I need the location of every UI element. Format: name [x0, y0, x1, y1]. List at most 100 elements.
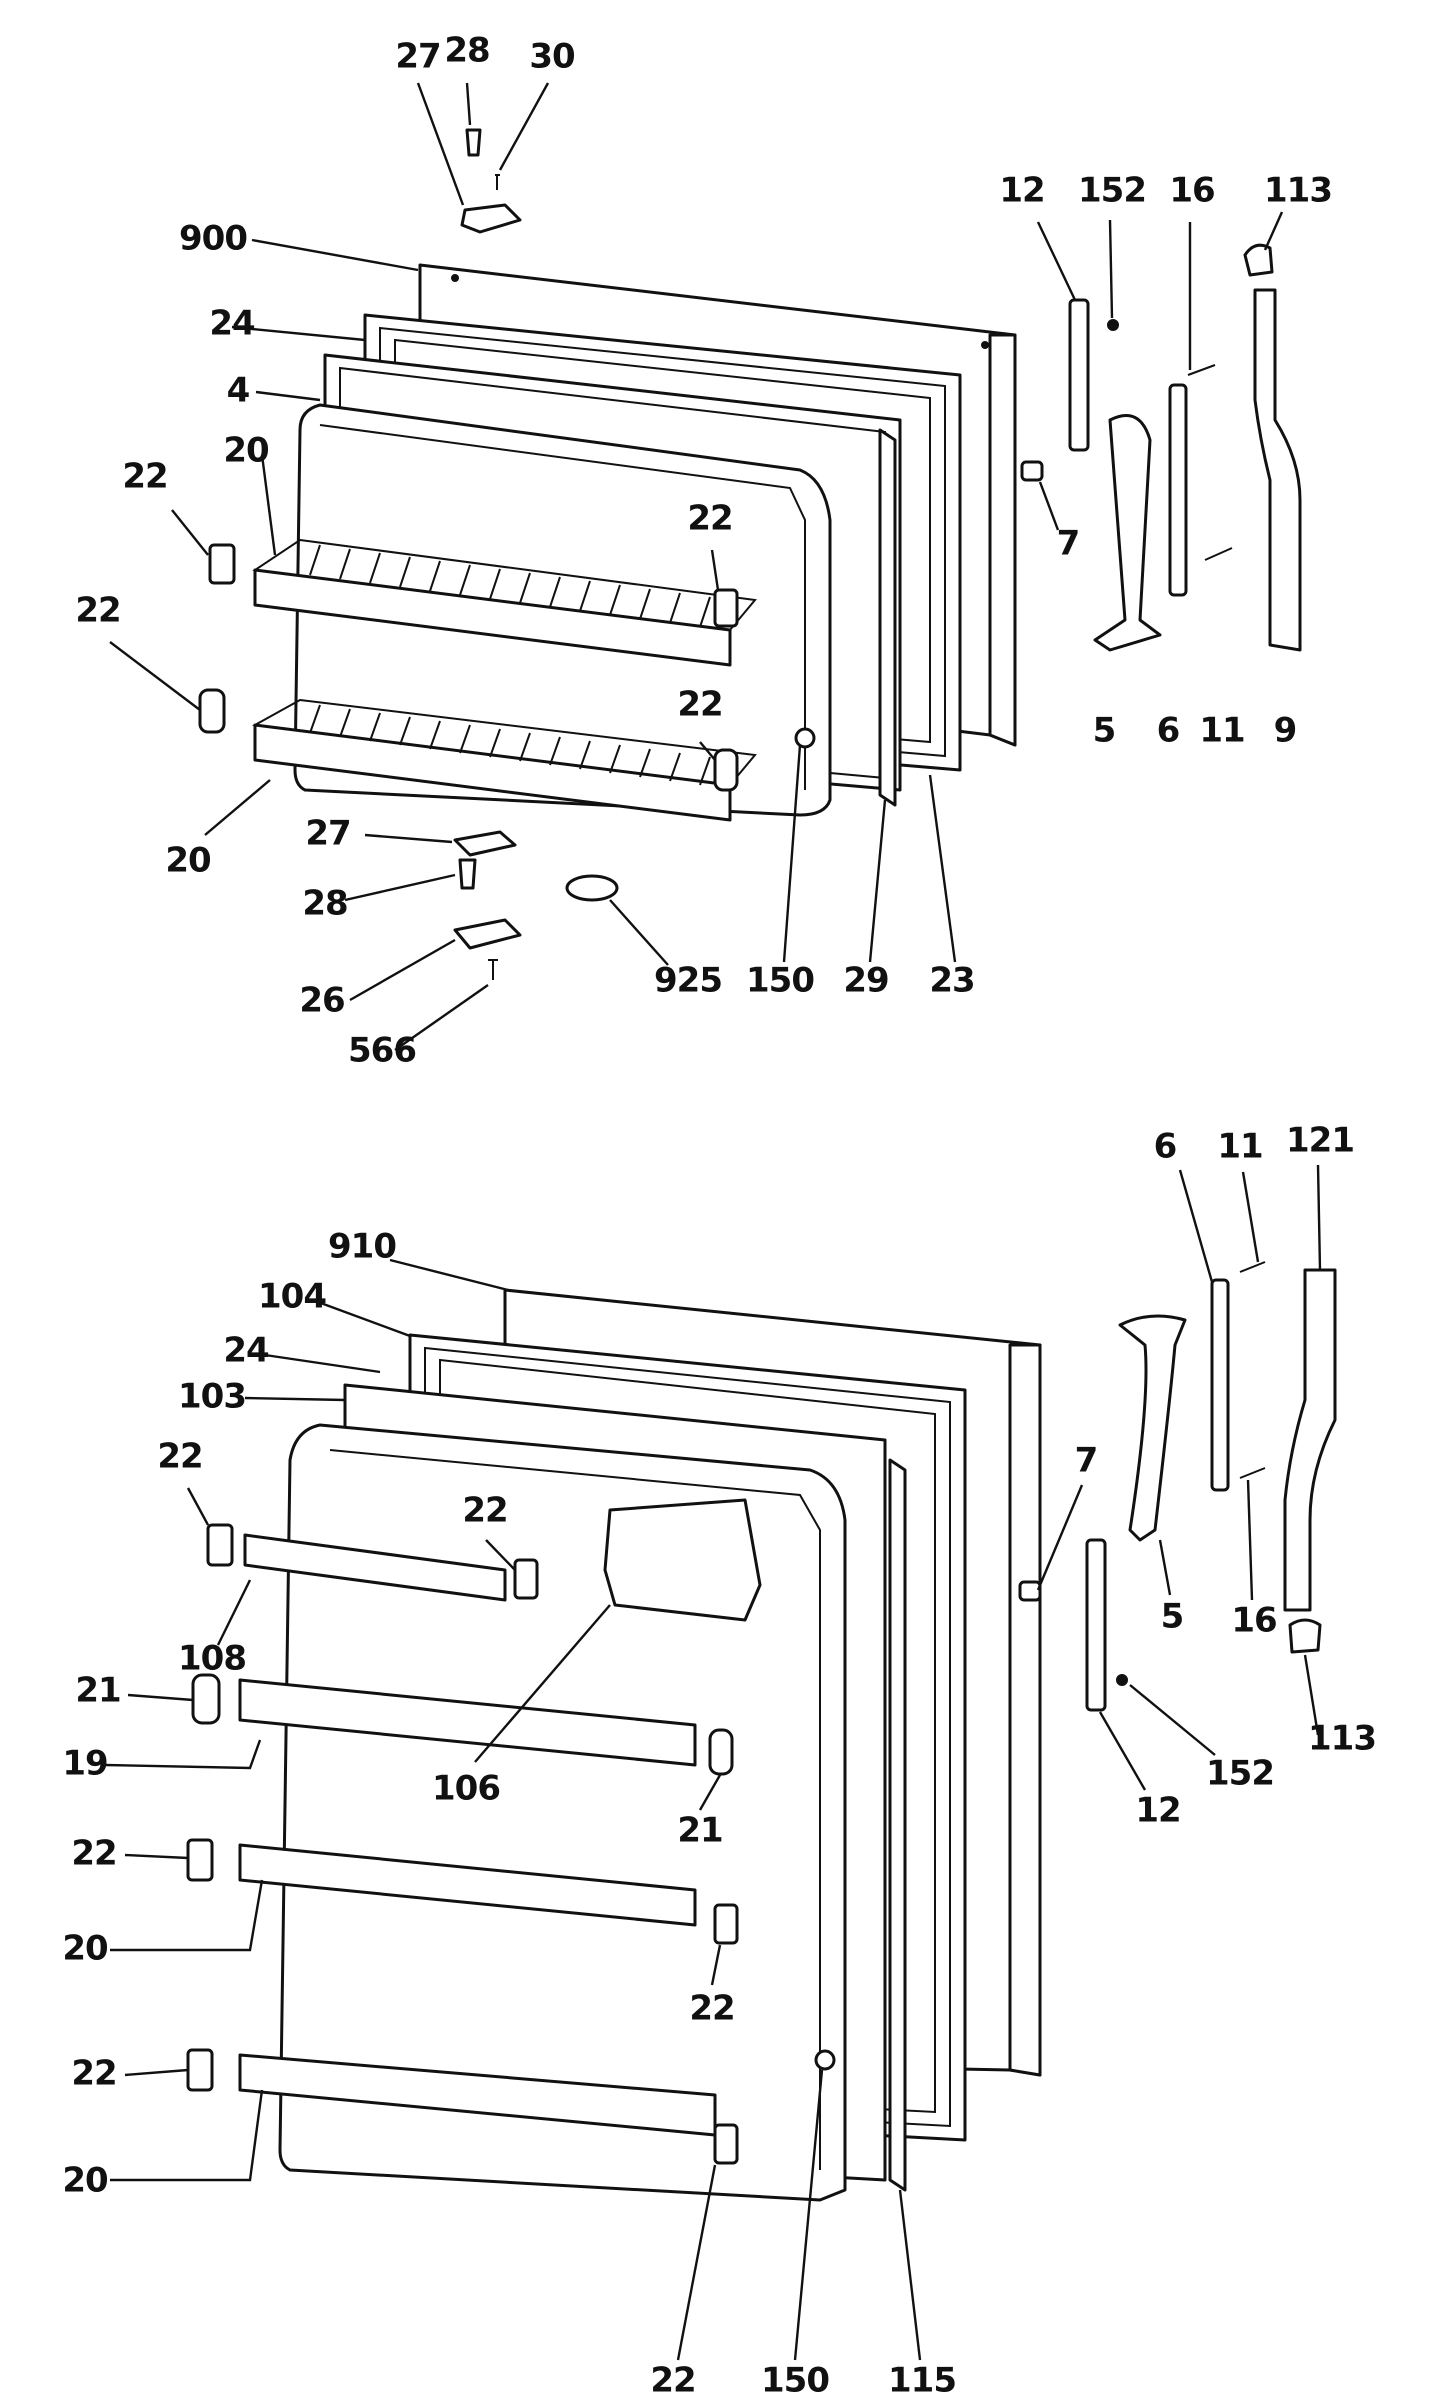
callout-22: 22	[687, 499, 732, 539]
callout-566: 566	[348, 1031, 416, 1071]
screw-11	[1239, 1261, 1266, 1273]
shelf-bracket-22	[206, 1523, 234, 1567]
callout-9: 9	[1274, 711, 1297, 751]
door-stop-150	[814, 2049, 836, 2071]
shelf-bracket-21	[191, 1673, 221, 1725]
screw-152	[1116, 1674, 1128, 1686]
callout-21: 21	[75, 1671, 120, 1711]
callout-113: 113	[1264, 171, 1332, 211]
callout-20: 20	[62, 1929, 108, 1969]
hinge-27-bottom	[453, 830, 517, 857]
callout-22: 22	[677, 685, 722, 725]
callout-22: 22	[71, 1834, 116, 1874]
screw-16	[1187, 364, 1216, 376]
shelf-19	[238, 1678, 697, 1767]
callout-29: 29	[843, 961, 888, 1001]
callout-22: 22	[650, 2361, 695, 2400]
screw-16	[1239, 1467, 1266, 1479]
shelf-bracket-22	[208, 543, 236, 585]
end-cap-113	[1243, 243, 1274, 277]
callout-20: 20	[165, 841, 211, 881]
hinge-26	[453, 918, 522, 950]
callout-27: 27	[305, 814, 350, 854]
cap-7	[1020, 460, 1044, 482]
callout-22: 22	[157, 1437, 202, 1477]
callout-16: 16	[1169, 171, 1214, 211]
callout-11: 11	[1217, 1127, 1262, 1167]
shelf-bracket-22	[713, 588, 739, 628]
callout-labels-lower: 910 104 24 103 22 22 108 21 19 106 21 22…	[62, 1121, 1377, 2400]
callout-104: 104	[258, 1277, 326, 1317]
callout-7: 7	[1075, 1441, 1098, 1481]
callout-12: 12	[999, 171, 1044, 211]
callout-11: 11	[1199, 711, 1244, 751]
shelf-bracket-22	[713, 748, 739, 792]
callout-20: 20	[223, 431, 269, 471]
shelf-bracket-22	[513, 1558, 539, 1600]
hinge-pin-28-top	[465, 128, 482, 157]
door-stop-150	[794, 727, 816, 749]
callout-6: 6	[1154, 1127, 1177, 1167]
screw-566	[488, 959, 498, 980]
end-cap-113	[1288, 1618, 1322, 1654]
gasket-strip-115	[888, 1458, 907, 2192]
screw-30-top	[495, 174, 500, 190]
callout-27: 27	[395, 37, 440, 77]
shelf-108	[243, 1533, 507, 1602]
hinge-pin-28-bottom	[458, 858, 477, 890]
cap-7	[1018, 1580, 1042, 1602]
callout-108: 108	[178, 1639, 246, 1679]
callout-910: 910	[328, 1227, 396, 1267]
callout-26: 26	[299, 981, 344, 1021]
callout-23: 23	[929, 961, 974, 1001]
callout-4: 4	[227, 371, 250, 411]
gasket-strip-29	[878, 428, 897, 807]
hinge-27-top	[460, 203, 522, 234]
trim-6	[1210, 1278, 1230, 1492]
screw-152	[1107, 319, 1119, 331]
callout-19: 19	[62, 1744, 107, 1784]
callout-22: 22	[75, 591, 120, 631]
callout-5: 5	[1161, 1597, 1184, 1637]
leader-lines	[104, 82, 1322, 2361]
callout-22: 22	[689, 1989, 734, 2029]
callout-150: 150	[761, 2361, 829, 2400]
callout-7: 7	[1057, 524, 1080, 564]
callout-16: 16	[1231, 1601, 1276, 1641]
callout-6: 6	[1157, 711, 1180, 751]
callout-22: 22	[462, 1491, 507, 1531]
handle-trim-121	[1283, 1268, 1337, 1612]
callout-28: 28	[302, 884, 347, 924]
callout-22: 22	[71, 2054, 116, 2094]
handle-bracket-12	[1068, 298, 1090, 452]
shelf-bracket-22	[198, 688, 226, 734]
callout-121: 121	[1286, 1121, 1354, 1161]
shelf-bracket-22	[713, 2123, 739, 2165]
shelf-bracket-22	[186, 2048, 214, 2092]
screw-11	[1204, 547, 1233, 561]
callout-113: 113	[1308, 1719, 1376, 1759]
handle-trim-9	[1253, 288, 1302, 652]
handle-5	[1118, 1314, 1187, 1542]
shelf-bracket-22	[713, 1903, 739, 1945]
callout-30: 30	[529, 37, 575, 77]
shelf-bracket-22	[186, 1838, 214, 1882]
trim-6	[1168, 383, 1188, 597]
upper-door-assembly	[198, 128, 1302, 980]
callout-20: 20	[62, 2161, 108, 2201]
callout-900: 900	[179, 219, 247, 259]
bin-106	[603, 1498, 762, 1622]
handle-bracket-12	[1085, 1538, 1107, 1712]
handle-5	[1093, 414, 1162, 652]
shelf-20-middle	[238, 1843, 697, 1927]
callout-103: 103	[178, 1377, 246, 1417]
callout-28: 28	[444, 31, 489, 71]
plug-925	[565, 874, 619, 902]
callout-labels-upper: 27 28 30 900 24 4 20 22 22 22 22 20 12 1…	[75, 31, 1333, 1071]
callout-106: 106	[432, 1769, 500, 1809]
callout-24: 24	[223, 1331, 269, 1371]
callout-22: 22	[122, 457, 167, 497]
inner-door-liner	[278, 1423, 847, 2202]
callout-152: 152	[1206, 1754, 1274, 1794]
